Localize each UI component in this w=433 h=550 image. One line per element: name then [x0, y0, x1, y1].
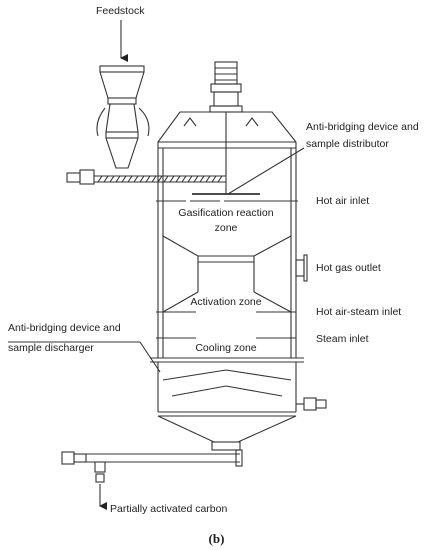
- feed-hopper: [96, 65, 150, 169]
- discharge-screw: [61, 449, 243, 483]
- activation-zone-label: Activation zone: [190, 296, 262, 308]
- partially-activated-carbon-label: Partially activated carbon: [110, 503, 228, 515]
- top-motor: [209, 61, 243, 113]
- steam-inlet-label: Steam inlet: [316, 333, 369, 345]
- anti-bridging-distributor-label-1: Anti-bridging device and: [306, 121, 419, 133]
- leader-discharger-2: [139, 341, 161, 373]
- hot-air-steam-inlet-label: Hot air-steam inlet: [316, 306, 402, 318]
- anti-bridging-distributor-label-2: sample distributor: [306, 138, 389, 150]
- cooling-zone-label: Cooling zone: [195, 342, 257, 354]
- gasification-zone-label-2: zone: [214, 222, 238, 234]
- leader-distributor: [227, 147, 305, 195]
- figure-caption: (b): [208, 531, 225, 546]
- screw-feeder: [66, 169, 226, 185]
- hot-air-inlet-label: Hot air inlet: [316, 195, 370, 207]
- anti-bridging-discharger-label-1: Anti-bridging device and: [8, 322, 121, 334]
- bottom-motor: [296, 397, 327, 411]
- hot-gas-outlet-label: Hot gas outlet: [316, 262, 381, 274]
- feedstock-label: Feedstock: [96, 5, 145, 17]
- anti-bridging-discharger-label-2: sample discharger: [8, 342, 94, 354]
- gasification-zone-label-1: Gasification reaction: [178, 207, 274, 219]
- reactor-shell: [150, 111, 308, 451]
